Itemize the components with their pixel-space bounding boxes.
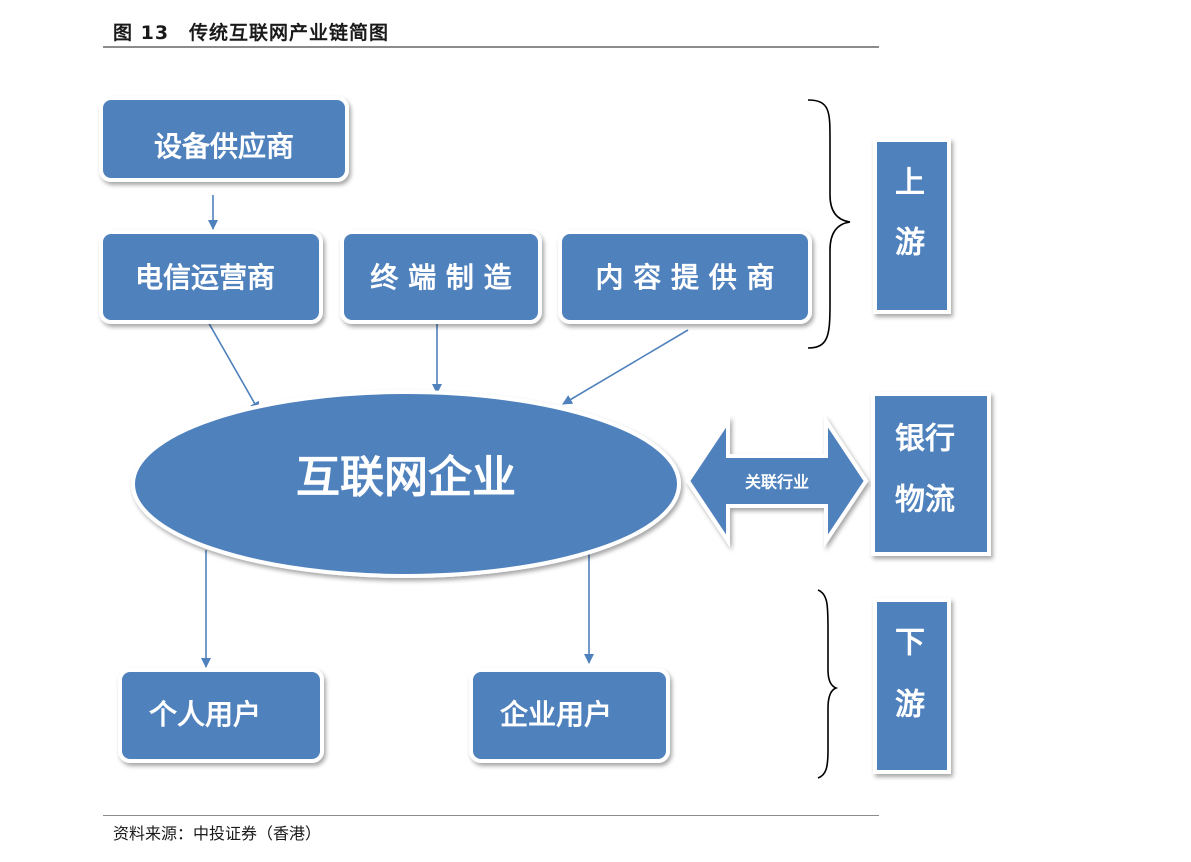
downstream-label-2: 游 [895,688,925,723]
top-divider [103,46,879,48]
downstream-label-1: 下 [895,626,925,661]
node-terminal: 终 端 制 造 [340,230,542,324]
downstream-bracket [817,589,839,779]
logistics-label: 物流 [895,483,955,518]
node-internet-label: 互联网企业 [296,452,516,503]
upstream-box: 上 游 [873,138,951,314]
arrow-telecom-to-internet [206,319,260,412]
node-content: 内 容 提 供 商 [558,230,812,324]
node-equipment: 设备供应商 [99,96,349,182]
bank-logistics-box: 银行 物流 [871,392,991,556]
node-enterprise: 企业用户 [469,668,670,763]
related-industry-label: 关联行业 [745,473,809,492]
node-terminal-label: 终 端 制 造 [370,261,511,294]
figure-title: 图 13 传统互联网产业链简图 [113,22,390,44]
node-telecom-label: 电信运营商 [135,261,275,294]
upstream-bracket [807,99,851,349]
node-equipment-label: 设备供应商 [154,130,294,163]
upstream-label-1: 上 [895,166,925,201]
arrows [201,195,689,668]
bottom-divider [103,815,879,816]
source-note: 资料来源：中投证券（香港） [113,824,322,843]
arrow-content-to-internet [562,329,689,405]
node-personal-label: 个人用户 [149,698,261,731]
downstream-box: 下 游 [873,598,951,774]
node-personal: 个人用户 [118,668,324,763]
node-telecom: 电信运营商 [99,230,323,324]
node-content-label: 内 容 提 供 商 [596,261,775,294]
related-industry-double-arrow: 关联行业 [685,414,869,548]
upstream-label-2: 游 [895,226,925,261]
bank-label: 银行 [895,422,955,457]
node-internet: 互联网企业 [131,390,681,578]
node-enterprise-label: 企业用户 [500,698,612,731]
